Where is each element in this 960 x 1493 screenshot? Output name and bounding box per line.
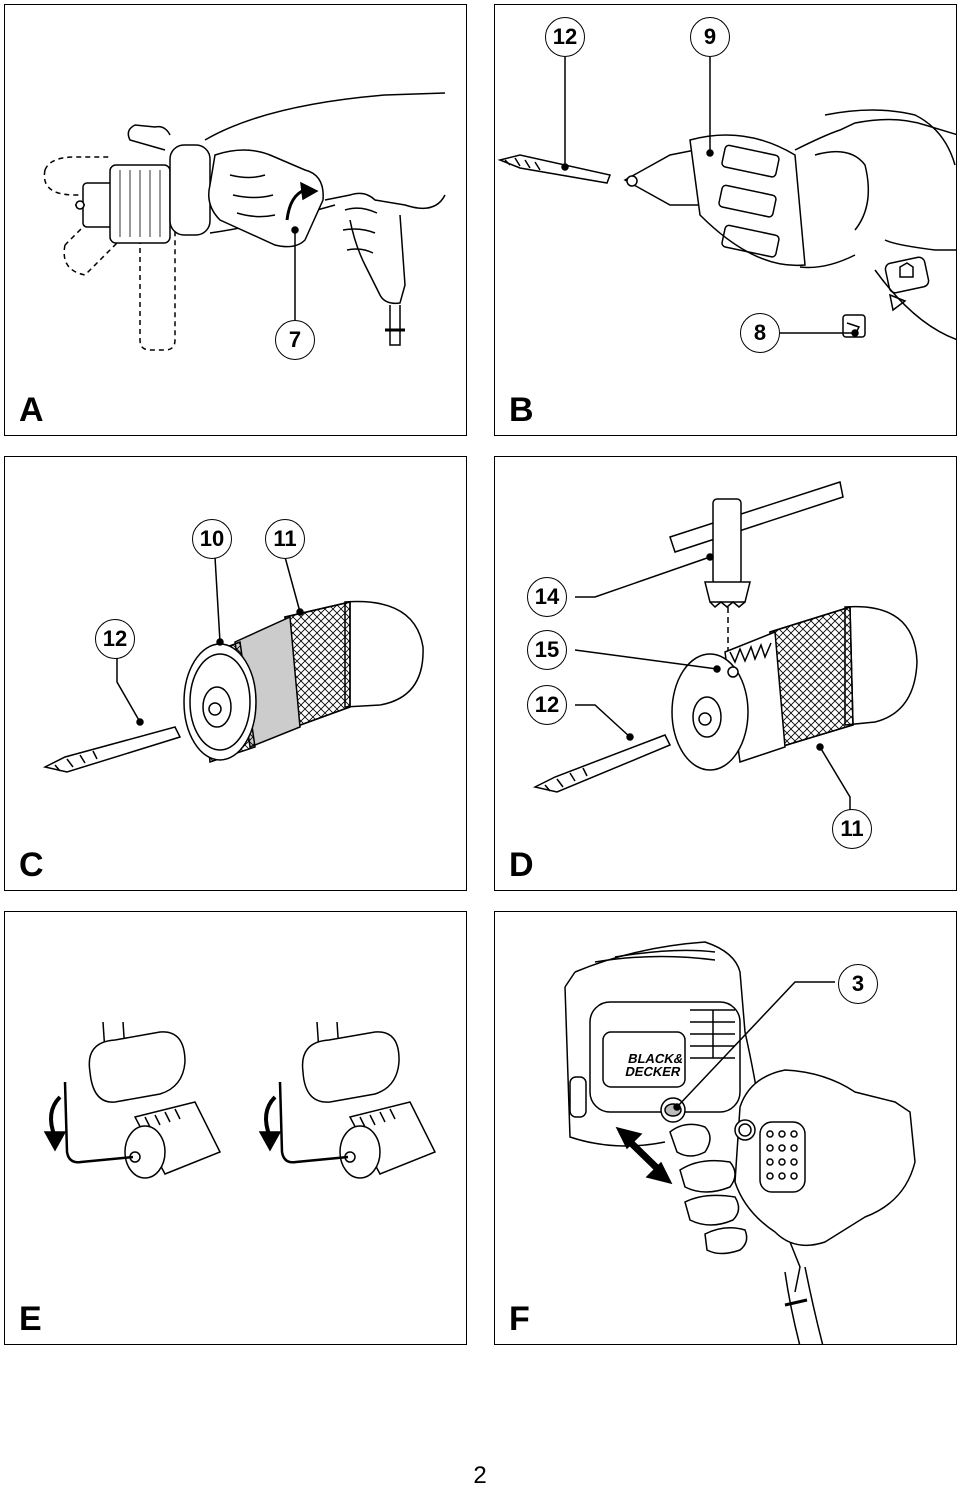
figure-panel-b: 12 9 8 B [494, 4, 957, 436]
drill-switch-lock-illustration [564, 941, 916, 1344]
callout-9: 9 [690, 17, 730, 57]
panel-letter-d: D [509, 846, 534, 884]
callout-12: 12 [545, 17, 585, 57]
brand-logo: BLACK& DECKER [624, 1051, 685, 1079]
figure-panel-e: E [4, 911, 467, 1345]
callout-12: 12 [527, 685, 567, 725]
drill-hammer-selector-illustration [43, 92, 446, 351]
panel-letter-a: A [19, 391, 44, 429]
page-number: 2 [473, 1462, 487, 1489]
figure-panel-a: 7 A [4, 4, 467, 436]
brand-logo-line2: DECKER [624, 1064, 683, 1079]
figure-panel-d: 14 15 12 11 D [494, 456, 957, 891]
panel-letter-e: E [19, 1300, 42, 1338]
callout-8: 8 [740, 313, 780, 353]
callout-14: 14 [527, 577, 567, 617]
figure-panel-f: BLACK& DECKER 3 F [494, 911, 957, 1345]
drill-bit-insertion-illustration [497, 57, 956, 341]
keyless-chuck-illustration [42, 556, 424, 773]
callout-15: 15 [527, 630, 567, 670]
panel-letter-c: C [19, 846, 44, 884]
callout-10: 10 [192, 519, 232, 559]
callout-7: 7 [275, 320, 315, 360]
keyed-chuck-illustration [532, 481, 918, 812]
callout-12: 12 [95, 619, 135, 659]
panel-letter-f: F [509, 1300, 530, 1338]
chuck-removal-illustration [43, 1021, 437, 1179]
callout-11: 11 [832, 809, 872, 849]
callout-11: 11 [265, 519, 305, 559]
panel-letter-b: B [509, 391, 534, 429]
figure-panel-c: 10 11 12 C [4, 456, 467, 891]
callout-3: 3 [838, 964, 878, 1004]
